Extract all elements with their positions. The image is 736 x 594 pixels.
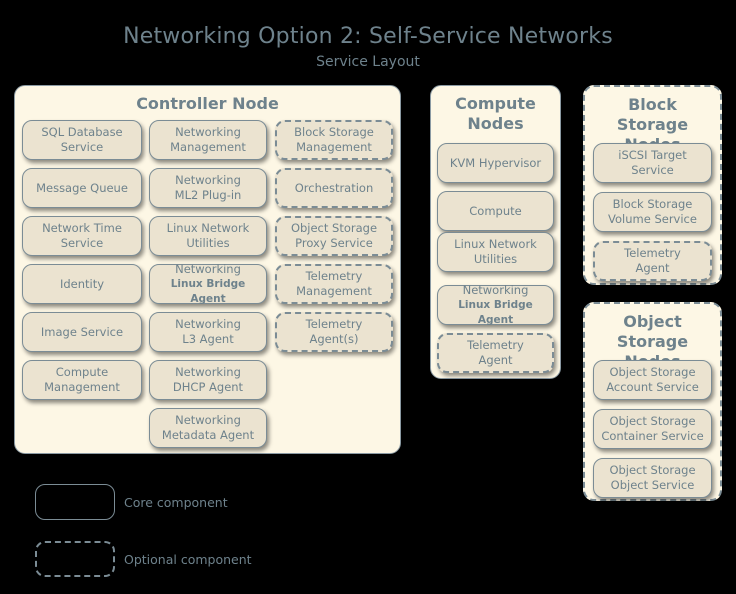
component-label-line1: KVM Hypervisor xyxy=(449,155,542,170)
legend-swatch-optional xyxy=(35,541,115,577)
component-label-line1: Telemetry xyxy=(467,338,524,352)
component-label-line1: Identity xyxy=(59,276,105,291)
component-label-line2: Container Service xyxy=(601,429,704,443)
component-label-line2: Object Service xyxy=(610,478,695,492)
component-label-line1: Telemetry xyxy=(305,269,363,283)
legend-label-core: Core component xyxy=(124,495,228,510)
component-label-line2: Management xyxy=(296,284,372,298)
component-compute[interactable]: Compute xyxy=(437,191,554,231)
component-message-queue[interactable]: Message Queue xyxy=(22,168,142,208)
component-label-line2: Management xyxy=(296,140,372,154)
component-label-line2: Service xyxy=(60,140,104,154)
page-subtitle: Service Layout xyxy=(316,54,420,70)
component-label-line1: Telemetry xyxy=(305,317,363,331)
component-label-line1: Image Service xyxy=(40,324,124,339)
component-identity[interactable]: Identity xyxy=(22,264,142,304)
component-label-line1: Object Storage xyxy=(609,365,696,379)
component-label-line1: Network Time xyxy=(42,221,122,235)
legend-swatch-core xyxy=(35,484,115,520)
component-label-line2: ML2 Plug-in xyxy=(174,188,242,202)
component-label-line2: Agent(s) xyxy=(309,332,359,346)
component-label-line2: Agent xyxy=(635,261,670,275)
panel-title-controller-node: Controller Node xyxy=(136,94,279,113)
panel-title-line1: Compute xyxy=(455,94,536,113)
component-label-line2: Metadata Agent xyxy=(161,428,255,442)
component-label-line1: Networking xyxy=(462,282,529,297)
component-label-line1: Linux Network xyxy=(454,237,537,251)
component-label-line1: Object Storage xyxy=(609,414,696,428)
component-label-line2: Management xyxy=(44,380,120,394)
panel-title-line1: Block Storage xyxy=(616,95,689,134)
component-label-line1: Compute xyxy=(55,365,109,379)
component-label-line1: Networking xyxy=(175,125,241,139)
component-label-line2: Volume Service xyxy=(608,212,697,226)
component-label-line1: Compute xyxy=(469,203,522,218)
component-label-line1: Block Storage xyxy=(612,197,693,211)
component-label-line2: L3 Agent xyxy=(182,332,234,346)
component-orchestration[interactable]: Orchestration xyxy=(275,168,393,208)
component-label-line1: Block Storage xyxy=(294,125,374,139)
component-label-line2: Proxy Service xyxy=(295,236,373,250)
component-label-line1: Networking xyxy=(175,365,241,379)
component-label-line2: DHCP Agent xyxy=(172,380,244,394)
panel-title-line2: Nodes xyxy=(467,114,524,133)
component-label-line2: Account Service xyxy=(606,380,699,394)
component-label-line1: Linux Network xyxy=(166,221,250,235)
component-label-line1: Networking xyxy=(175,173,241,187)
component-label-line2: Management xyxy=(170,140,246,154)
component-label-line2: Linux Bridge Agent xyxy=(458,298,533,326)
component-label-line1: SQL Database xyxy=(41,125,123,139)
component-label-line2: Agent xyxy=(478,353,513,367)
component-image-service[interactable]: Image Service xyxy=(22,312,142,352)
component-label-line2: Service xyxy=(60,236,104,250)
component-label-line2: Service xyxy=(631,163,674,177)
component-label-line2: Utilities xyxy=(473,252,518,266)
component-label-line1: Networking xyxy=(175,413,241,427)
component-kvm-hypervisor[interactable]: KVM Hypervisor xyxy=(437,143,554,183)
legend-label-optional: Optional component xyxy=(124,552,252,567)
component-label-line2: Utilities xyxy=(186,236,230,250)
component-label-line1: iSCSI Target xyxy=(618,148,687,162)
component-label-line1: Telemetry xyxy=(624,246,681,260)
component-label-line1: Object Storage xyxy=(290,221,378,235)
component-label-line1: Networking xyxy=(175,317,241,331)
component-label-line1: Message Queue xyxy=(36,180,128,195)
panel-title-line1: Object xyxy=(623,312,682,331)
component-label-line1: Orchestration xyxy=(294,180,374,195)
page-title: Networking Option 2: Self-Service Networ… xyxy=(123,24,613,49)
component-label-line1: Object Storage xyxy=(609,463,696,477)
panel-title-compute-nodes: Compute Nodes xyxy=(431,86,560,134)
component-label-line1: Networking xyxy=(175,261,241,276)
component-label-line2: Linux Bridge Agent xyxy=(170,277,246,305)
